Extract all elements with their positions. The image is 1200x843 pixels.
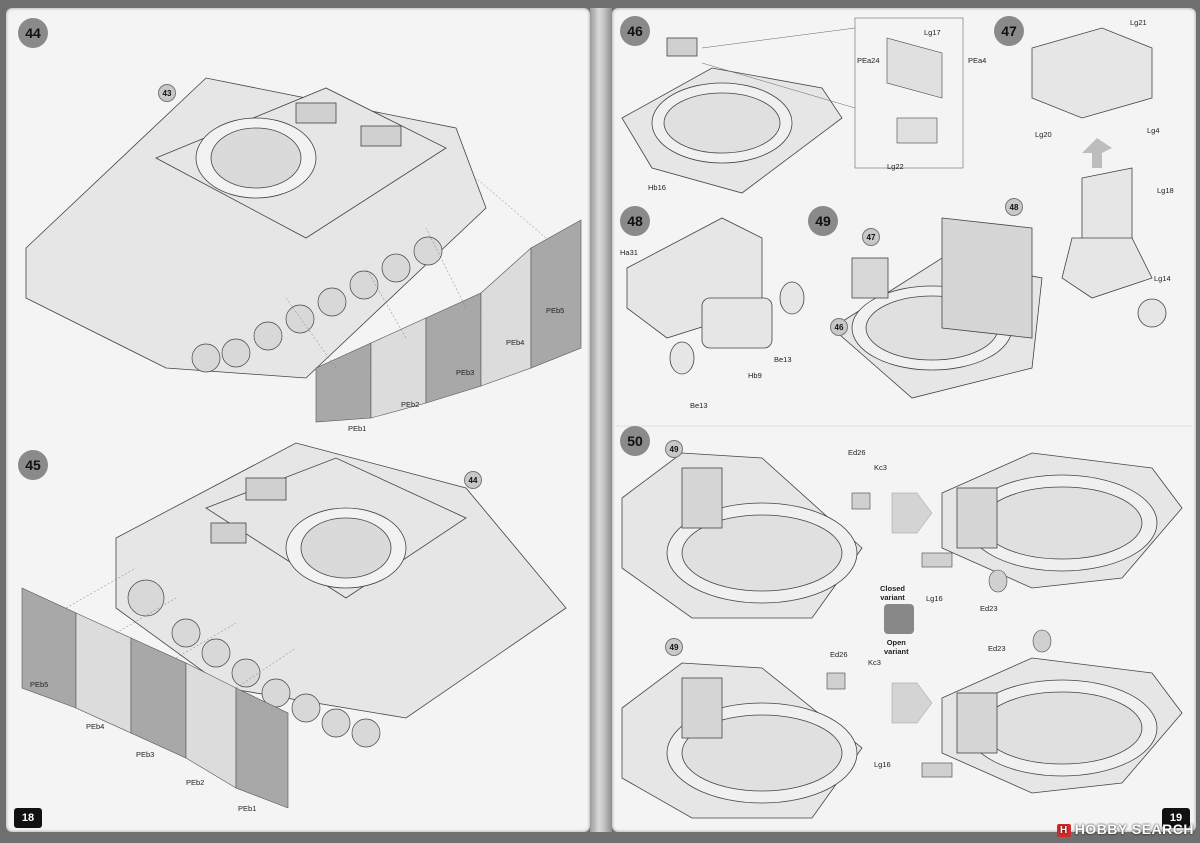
page-number-right: 19 (1162, 808, 1190, 828)
label-peb3: PEb3 (136, 750, 155, 759)
label-lg16: Lg16 (926, 594, 943, 603)
label-peb2: PEb2 (186, 778, 205, 787)
step-number-46: 46 (620, 16, 650, 46)
label-pea24: PEa24 (857, 56, 880, 65)
reference-step-49: 49 (665, 638, 683, 656)
label-ed23: Ed23 (988, 644, 1006, 653)
label-peb2: PEb2 (401, 400, 420, 409)
step-number-49: 49 (808, 206, 838, 236)
label-lg20: Lg20 (1035, 130, 1052, 139)
left-page: 44 43 PEb5 PEb4 PEb3 PEb2 PEb1 45 44 PEb… (6, 8, 590, 832)
open-variant-label: Open variant (884, 638, 909, 656)
closed-variant-label: Closed variant (880, 584, 906, 602)
reference-step-47: 47 (862, 228, 880, 246)
step-44-45-drawing (21, 77, 582, 809)
label-peb4: PEb4 (506, 338, 525, 347)
step-number-50: 50 (620, 426, 650, 456)
step-46-50-drawing (616, 17, 1192, 819)
step-number-48: 48 (620, 206, 650, 236)
label-lg4: Lg4 (1147, 126, 1160, 135)
label-be13: Be13 (690, 401, 708, 410)
page-number-left: 18 (14, 808, 42, 828)
step-number-45: 45 (18, 450, 48, 480)
label-lg14: Lg14 (1154, 274, 1171, 283)
label-pea4: PEa4 (968, 56, 987, 65)
step-number-47: 47 (994, 16, 1024, 46)
right-page: 46 Lg17 PEa24 PEa4 Lg22 Hb16 47 Lg21 Lg2… (612, 8, 1196, 832)
label-hb9: Hb9 (748, 371, 762, 380)
label-peb5: PEb5 (30, 680, 49, 689)
label-lg17: Lg17 (924, 28, 941, 37)
reference-step-49: 49 (665, 440, 683, 458)
label-peb4: PEb4 (86, 722, 105, 731)
reference-step-46: 46 (830, 318, 848, 336)
label-ed23: Ed23 (980, 604, 998, 613)
label-lg16: Lg16 (874, 760, 891, 769)
watermark-text: HOBBY SEARCH (1074, 821, 1194, 837)
label-kc3: Kc3 (868, 658, 881, 667)
reference-step-43: 43 (158, 84, 176, 102)
reference-step-44: 44 (464, 471, 482, 489)
label-be13: Be13 (774, 355, 792, 364)
book-spine (590, 8, 612, 832)
label-kc3: Kc3 (874, 463, 887, 472)
label-ed26: Ed26 (830, 650, 848, 659)
label-peb3: PEb3 (456, 368, 475, 377)
reference-step-48: 48 (1005, 198, 1023, 216)
variant-swap-icon (884, 604, 914, 634)
label-lg22: Lg22 (887, 162, 904, 171)
label-peb1: PEb1 (348, 424, 367, 433)
hobby-search-logo-icon: H (1056, 823, 1071, 837)
label-lg18: Lg18 (1157, 186, 1174, 195)
label-peb5: PEb5 (546, 306, 565, 315)
label-lg21: Lg21 (1130, 18, 1147, 27)
label-ed26: Ed26 (848, 448, 866, 457)
label-peb1: PEb1 (238, 804, 257, 813)
label-ha31: Ha31 (620, 248, 638, 257)
label-hb16: Hb16 (648, 183, 666, 192)
step-number-44: 44 (18, 18, 48, 48)
